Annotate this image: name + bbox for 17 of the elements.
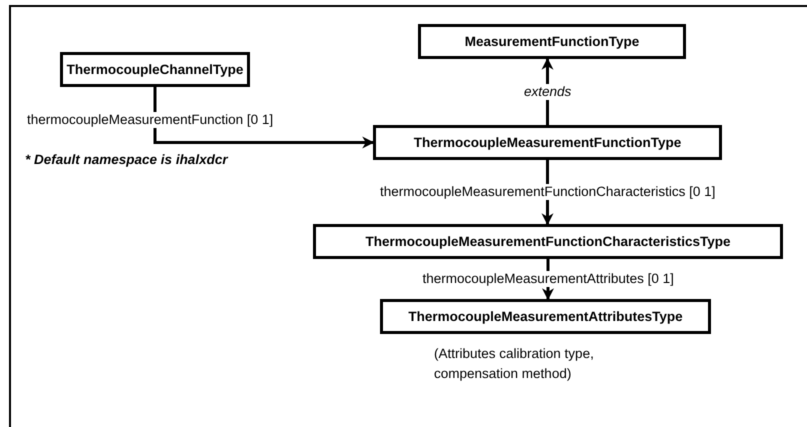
type-name: ThermocoupleMeasurementAttributesType: [408, 309, 683, 324]
type-name: ThermocoupleMeasurementFunctionCharacteristicsType: [365, 234, 731, 249]
type-name: ThermocoupleChannelType: [66, 62, 244, 77]
type-box: [380, 299, 711, 334]
type-name: MeasurementFunctionType: [464, 34, 640, 49]
note-text: (Attributes calibration type, compensation method): [434, 345, 595, 383]
arrow: [154, 87, 374, 148]
type-box: [373, 125, 722, 160]
edge-label: thermocoupleMeasurementFunctionCharacteristics [0 1]: [378, 184, 718, 200]
type-box: [60, 52, 250, 87]
edge-label: extends: [522, 84, 574, 100]
type-box: [418, 24, 686, 59]
type-box: [313, 224, 783, 259]
edge-label: thermocoupleMeasurementFunction [0 1]: [25, 112, 276, 128]
note-text: * Default namespace is ihalxdcr: [25, 152, 228, 167]
edge-label: thermocoupleMeasurementAttributes [0 1]: [420, 271, 676, 287]
type-name: ThermocoupleMeasurementFunctionType: [414, 135, 682, 150]
